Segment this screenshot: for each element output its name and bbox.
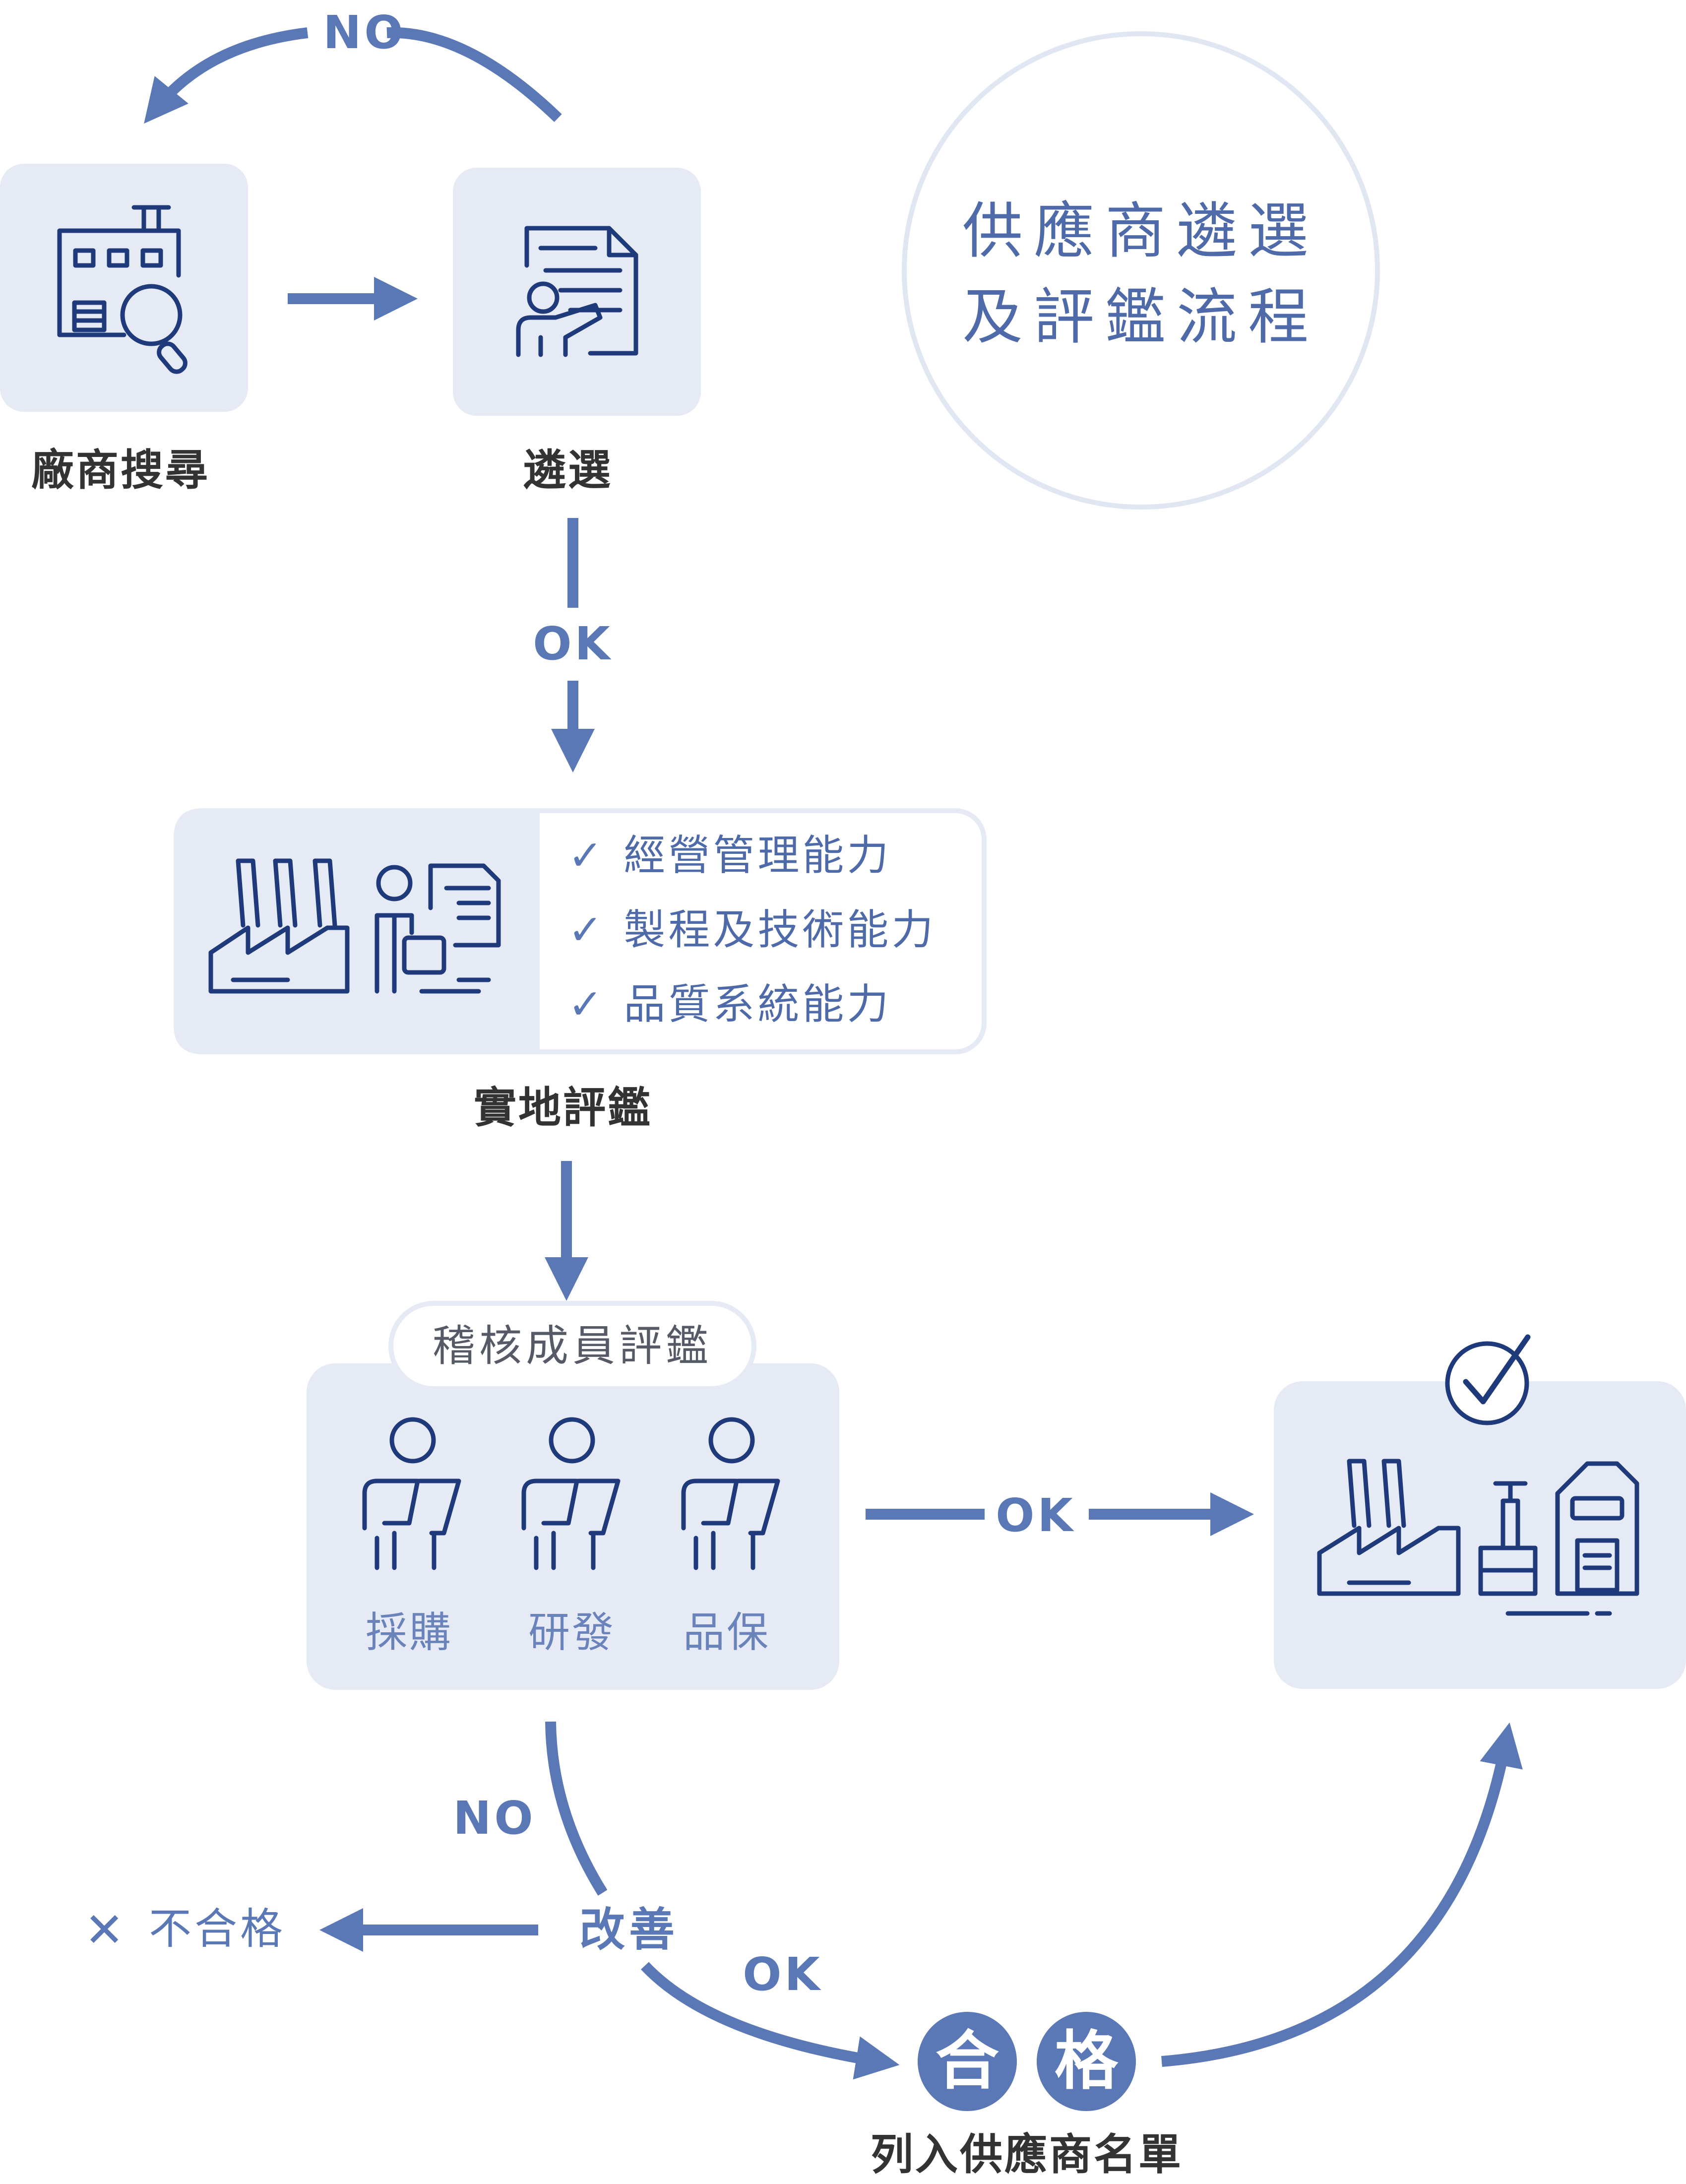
auditor-person-icon-1 [362,1417,461,1570]
no-arc-right [386,27,562,122]
improve-label: 改善 [579,1903,679,1956]
document-person-icon [516,226,638,357]
title-line-1: 供應商遴選 [962,196,1319,266]
selection-ok-label: OK [533,617,613,670]
audit-team-box [307,1363,839,1690]
audit-team-pill [388,1301,756,1391]
checklist-item-2: ✓製程及技術能力 [568,909,936,951]
check-icon: ✓ [568,980,606,1028]
pass-badge-he [918,2012,1017,2111]
audit-no-label: NO [453,1792,536,1845]
selection-no-label: NO [323,6,406,59]
checklist-item-2-text: 製程及技術能力 [624,905,937,954]
improve-ok-label: OK [743,1948,823,2001]
selection-label: 遴選 [523,446,613,495]
approved-check-icon [1445,1334,1531,1425]
auditor-person-icon-2 [521,1417,621,1570]
fail-x-icon: ✕ [84,1902,125,1958]
factory-equipment-icon [1317,1459,1639,1616]
factory-inspector-icon [208,858,501,994]
member-procurement-label: 採購 [365,1608,453,1657]
checklist-item-3-text: 品質系統能力 [624,980,892,1028]
pass-badge-ge [1037,2012,1136,2111]
checklist-item-1-text: 經營管理能力 [624,831,892,880]
member-qa-label: 品保 [683,1608,771,1657]
pass-to-approved-arrow [1161,1722,1523,2067]
building-search-icon [57,205,187,374]
vendor-search-label: 廠商搜尋 [31,446,210,495]
check-icon: ✓ [568,831,606,880]
auditor-person-icon-3 [681,1417,780,1570]
checklist-item-1: ✓經營管理能力 [568,835,891,876]
approved-supplier-box [1274,1381,1686,1689]
audit-no-curve [545,1721,608,1896]
checklist-item-3: ✓ 品質系統能力 [568,983,891,1025]
onsite-evaluation-label: 實地評鑑 [474,1083,652,1133]
pass-badge-he-text: 合 [935,2024,999,2098]
onsite-evaluation-icon-box [174,808,540,1054]
vendor-search-box [0,164,248,412]
improve-to-pass-arrow [640,1962,900,2080]
pass-badge-ge-text: 格 [1054,2024,1119,2098]
audit-ok-label: OK [996,1489,1076,1542]
title-circle [902,31,1380,510]
title-line-2: 及評鑑流程 [962,282,1319,352]
member-rnd-label: 研發 [528,1608,616,1657]
audit-team-title: 稽核成員評鑑 [433,1321,712,1371]
check-icon: ✓ [568,905,606,954]
fail-label: 不合格 [149,1904,286,1954]
no-arc-left-arrow [144,27,309,124]
final-listing-label: 列入供應商名單 [871,2130,1183,2180]
